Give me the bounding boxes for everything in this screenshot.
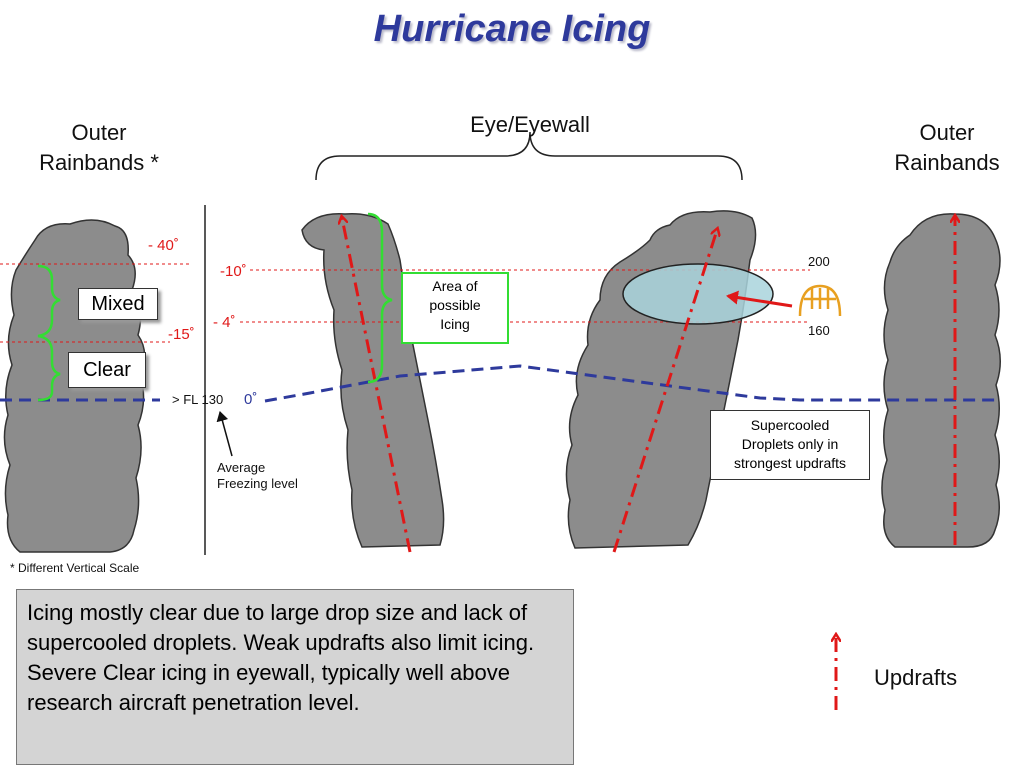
supercooled-line: strongest updrafts [733,455,847,471]
temp-minus10-label: -10˚ [220,263,247,280]
eyewall-icing-brace [367,212,393,384]
mixed-label-box: Mixed [78,288,158,320]
average-freezing-line: Average [217,460,266,475]
average-freezing-line: Freezing level [217,476,298,491]
aircraft-icing-icon [798,284,842,317]
header-line: Rainbands * [39,150,159,175]
area-icing-line: Icing [440,316,470,332]
header-outer-rainbands-left: Outer Rainbands * [14,118,184,178]
fl130-label: > FL 130 [172,392,224,407]
icing-pointer-arrow [726,290,793,308]
updraft-arrow-eyewall-right [612,230,717,553]
supercooled-line: Droplets only in [741,436,839,452]
temp-minus40-label: - 40˚ [148,237,179,254]
eyewall-brace [315,131,743,181]
clear-label-box: Clear [68,352,146,388]
average-freezing-label: Average Freezing level [217,460,298,492]
header-outer-rainbands-right: Outer Rainbands [877,118,1017,178]
scale-footnote: * Different Vertical Scale [10,561,140,575]
freezing-level-line [0,364,1000,403]
header-line: Outer [71,120,127,145]
temp-minus4-label: - 4˚ [213,314,236,331]
page-title: Hurricane Icing [373,8,651,50]
area-icing-line: Area of [432,278,478,294]
supercooled-note-box: Supercooled Droplets only in strongest u… [710,410,870,480]
legend-updrafts-label: Updrafts [874,665,958,690]
supercooled-line: Supercooled [750,417,830,433]
altitude-200-label: 200 [808,254,830,269]
mixed-clear-brace [37,264,61,402]
summary-text-box: Icing mostly clear due to large drop siz… [16,589,574,765]
temp-minus15-label: -15˚ [168,326,195,343]
temp-zero-label: 0˚ [244,391,258,408]
header-eyewall: Eye/Eyewall [470,112,590,137]
area-icing-line: possible [429,297,481,313]
header-line: Rainbands [894,150,1000,175]
cloud-eyewall-right [565,210,757,549]
header-line: Outer [919,120,975,145]
freezing-pointer-arrow [216,411,233,457]
cloud-outer-right [881,213,1001,548]
altitude-160-label: 160 [808,323,830,338]
area-of-icing-box: Area of possible Icing [401,272,509,344]
